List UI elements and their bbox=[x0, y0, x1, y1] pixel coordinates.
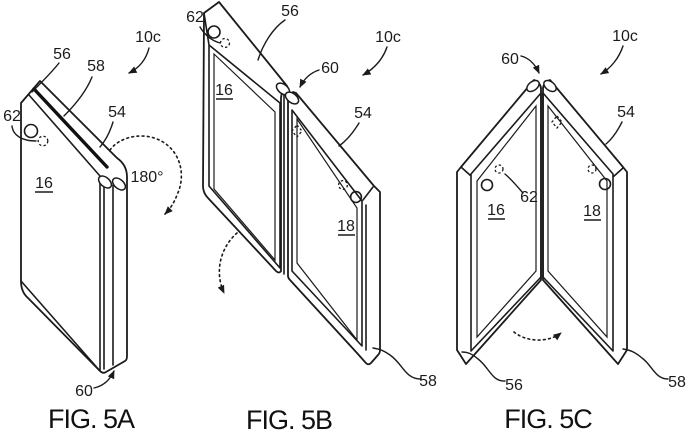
ref-label-58: 58 bbox=[87, 58, 105, 75]
figure-5b-open-device: 62 56 60 10c 54 16 18 58 FIG. 5B bbox=[186, 1, 437, 435]
ref-label-60: 60 bbox=[501, 51, 519, 68]
figure-caption-5c: FIG. 5C bbox=[504, 404, 592, 434]
left-panel-edge-lines bbox=[460, 92, 542, 352]
pointer-arrow-10c bbox=[600, 45, 624, 75]
sensor-dashed-circle bbox=[37, 135, 49, 147]
hinge-cap bbox=[543, 79, 557, 93]
right-panel-bezel bbox=[296, 117, 358, 342]
sensor-dashed-circle bbox=[494, 164, 504, 174]
sensor-dashed-diamond bbox=[291, 123, 303, 139]
ref-label-54: 54 bbox=[617, 104, 635, 121]
figure-caption-5a: FIG. 5A bbox=[48, 404, 135, 434]
left-panel-bezel bbox=[213, 52, 276, 262]
fold-direction-arc bbox=[513, 331, 562, 341]
closed-device-edge-lines bbox=[20, 94, 114, 372]
pointer-arrow-10c bbox=[362, 46, 388, 76]
ref-label-18: 18 bbox=[337, 218, 355, 235]
ref-label-60: 60 bbox=[75, 383, 93, 400]
figure-5c-folded-device: 60 10c 54 62 16 18 56 58 FIG. 5C bbox=[456, 28, 686, 434]
ref-label-62: 62 bbox=[186, 9, 204, 26]
ref-label-10c: 10c bbox=[375, 29, 401, 46]
ref-label-58: 58 bbox=[668, 374, 686, 391]
pointer-arrow-60 bbox=[93, 370, 115, 389]
ref-label-10c: 10c bbox=[612, 28, 638, 45]
camera-circle bbox=[207, 25, 221, 39]
ref-label-16: 16 bbox=[487, 202, 505, 219]
figure-caption-5b: FIG. 5B bbox=[246, 405, 332, 435]
left-panel-edge-lines bbox=[203, 12, 285, 275]
camera-circle bbox=[598, 177, 612, 191]
sensor-dashed-circle bbox=[337, 179, 349, 191]
ref-label-56: 56 bbox=[281, 3, 299, 20]
pointer-arrow-60 bbox=[299, 69, 320, 88]
leader-lines bbox=[461, 121, 669, 382]
left-panel-bezel bbox=[476, 104, 537, 339]
ref-label-58: 58 bbox=[419, 373, 437, 390]
fold-180-arc bbox=[109, 135, 183, 215]
ref-label-16: 16 bbox=[215, 82, 233, 99]
sensor-dashed-circle bbox=[219, 37, 231, 49]
leader-lines bbox=[11, 62, 114, 148]
sensor-dashed-circle bbox=[587, 164, 597, 174]
closed-device-outline bbox=[20, 80, 128, 374]
hinge-cap bbox=[97, 175, 113, 189]
ref-label-10c: 10c bbox=[135, 29, 161, 46]
right-panel-edge-lines bbox=[542, 92, 624, 352]
hinge-cap bbox=[284, 91, 300, 105]
ref-label-16: 16 bbox=[35, 175, 53, 192]
pointer-arrow-60 bbox=[520, 55, 540, 74]
ref-label-56: 56 bbox=[53, 46, 71, 63]
pointer-arrow-10c bbox=[128, 47, 150, 74]
camera-circle bbox=[480, 178, 494, 192]
hinge-cap bbox=[526, 79, 540, 93]
camera-circle bbox=[349, 190, 363, 204]
angle-label-180: 180° bbox=[130, 169, 163, 186]
ref-label-18: 18 bbox=[583, 203, 601, 220]
leader-lines bbox=[199, 19, 422, 380]
ref-label-54: 54 bbox=[354, 105, 372, 122]
fold-direction-arc bbox=[217, 232, 238, 294]
ref-label-62: 62 bbox=[3, 108, 21, 125]
ref-label-62: 62 bbox=[520, 189, 538, 206]
ref-label-54: 54 bbox=[108, 104, 126, 121]
right-panel-edge-lines bbox=[291, 109, 374, 351]
panel-gap-line bbox=[32, 87, 109, 169]
camera-circle bbox=[23, 123, 39, 139]
hinge-cap bbox=[111, 177, 127, 191]
right-panel-bezel bbox=[547, 104, 608, 339]
ref-label-56: 56 bbox=[505, 377, 523, 394]
sensor-dashed-diamond bbox=[551, 114, 563, 130]
figure-5a-closed-device: 56 58 10c 54 62 16 180° 60 FIG. 5A bbox=[3, 29, 183, 434]
ref-label-60: 60 bbox=[321, 60, 339, 77]
